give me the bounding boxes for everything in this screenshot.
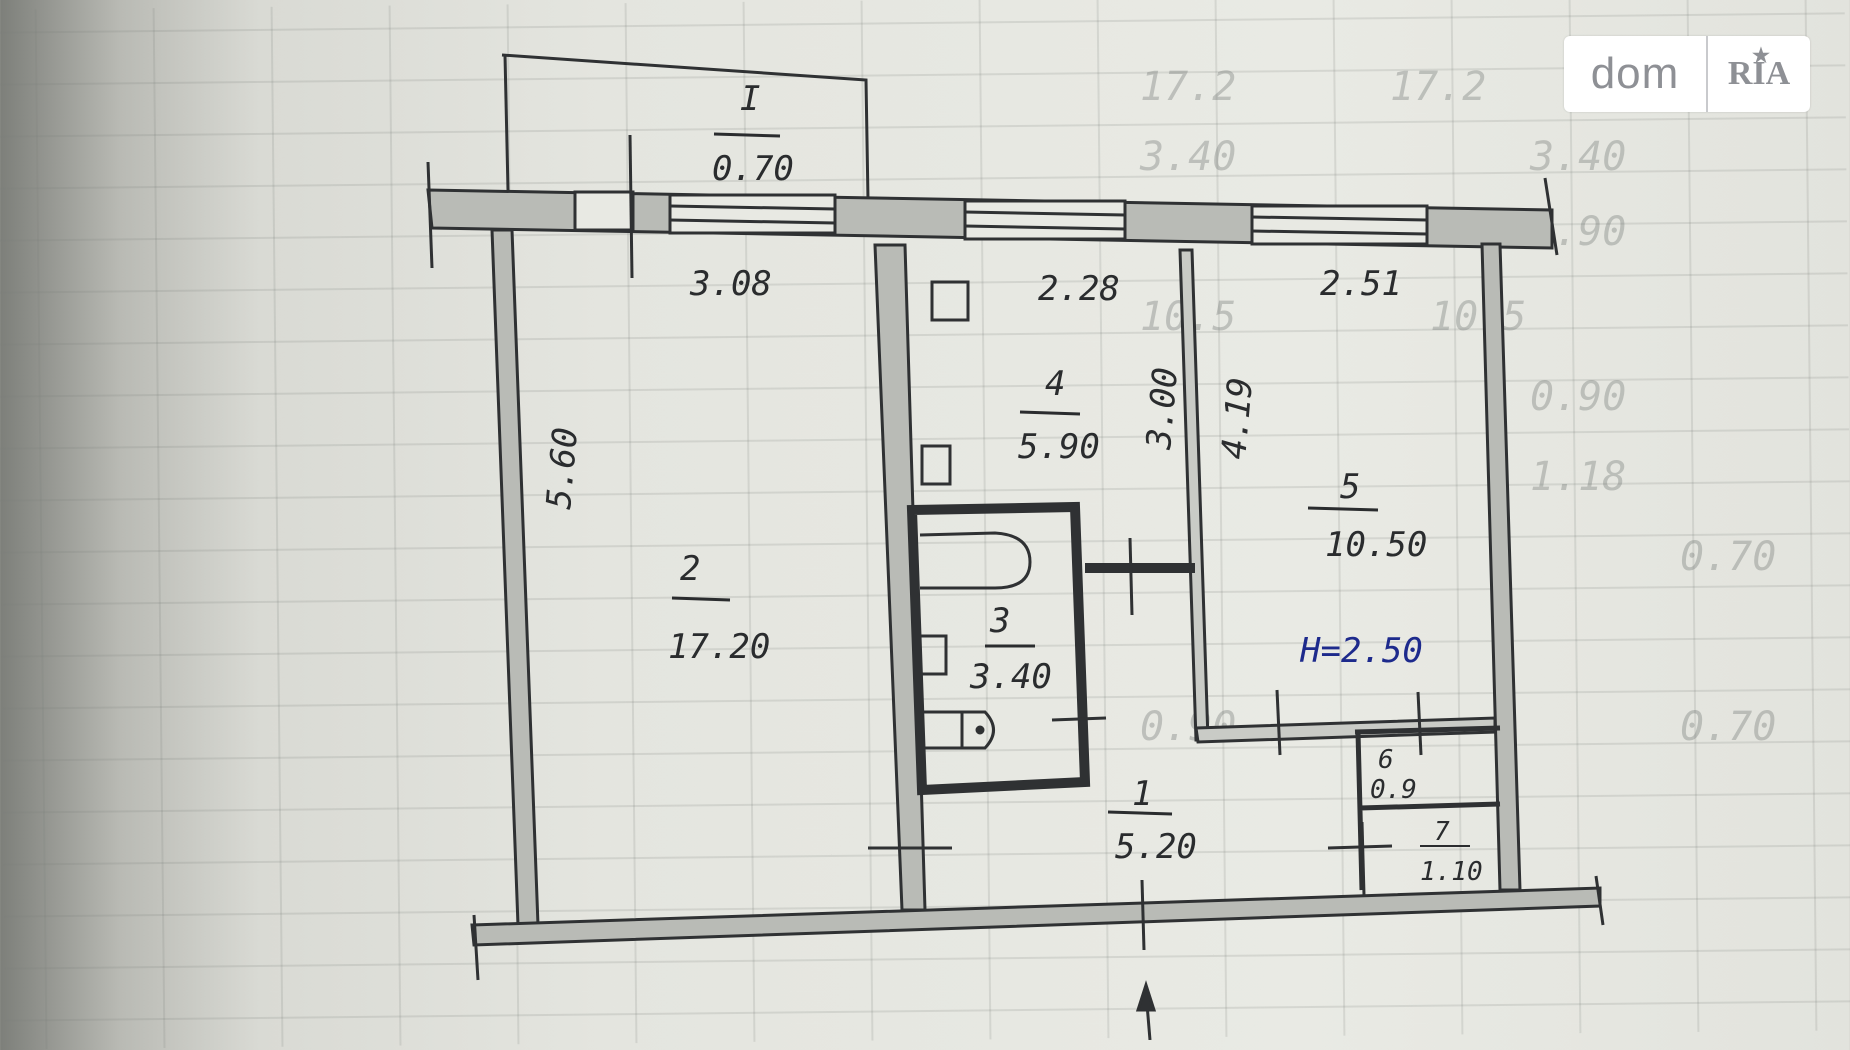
- logo-ria-text: ★ RIA: [1708, 45, 1810, 93]
- window: [963, 199, 1127, 241]
- bg-value: 3.40: [1139, 134, 1236, 180]
- bg-value: 1.18: [1530, 454, 1626, 500]
- window-line: [669, 204, 836, 211]
- dom-ria-logo: dom ★ RIA: [1564, 36, 1810, 112]
- room-number: 7: [1434, 817, 1450, 847]
- window-line: [964, 210, 1126, 217]
- closet-walls: [1354, 725, 1501, 891]
- fraction-line: [1107, 810, 1173, 816]
- door-mark: [1360, 821, 1366, 896]
- dimension-label: 2.51: [1320, 264, 1402, 304]
- room-number: 1: [1132, 774, 1152, 814]
- room-labels: I 0.70 3.08 5.60 2 17.20 2.28 4 5.90 3.0…: [539, 79, 1483, 887]
- wall-tick: [1543, 177, 1559, 256]
- room-area: 17.20: [668, 627, 770, 667]
- fraction-line: [1019, 410, 1081, 416]
- wall-tick: [472, 914, 480, 981]
- bg-value: 3.40: [1529, 134, 1626, 180]
- entrance-mark: [1140, 879, 1146, 951]
- bg-value: 0.70: [1680, 534, 1776, 580]
- bathroom-walls: [906, 501, 1091, 796]
- bathtub: [919, 531, 1032, 590]
- room-area: 5.90: [1018, 427, 1100, 467]
- window-line: [1251, 229, 1428, 236]
- wall-left: [490, 228, 540, 927]
- room-area: 5.20: [1115, 827, 1197, 867]
- room-number: 2: [680, 549, 700, 589]
- dimension-label: 4.19: [1214, 376, 1261, 461]
- door-mark: [1275, 689, 1282, 756]
- fraction-line: [671, 596, 731, 602]
- room-area: 0.70: [712, 149, 794, 189]
- room-number: 4: [1045, 364, 1065, 404]
- toilet-dot: [975, 725, 985, 735]
- bg-value: 10.5: [1430, 294, 1526, 340]
- background-table: 17.2 3.40 10.5 0.90 17.2 3.40 5.90 10.5 …: [1139, 64, 1776, 750]
- dimension-label: 2.28: [1038, 269, 1120, 309]
- door-mark: [1128, 537, 1134, 616]
- window-line: [1251, 215, 1428, 222]
- window-line: [669, 218, 836, 225]
- logo-divider: [1706, 36, 1708, 112]
- room-area: 3.40: [969, 657, 1052, 697]
- entrance-arrow-head: [1135, 980, 1157, 1012]
- door-mark: [1416, 691, 1423, 756]
- bg-value: 0.70: [1680, 704, 1776, 750]
- balcony-outline: [501, 53, 870, 201]
- window: [668, 193, 837, 235]
- fraction-line: [1307, 506, 1379, 512]
- toilet: [960, 710, 995, 750]
- dimension-label: 5.60: [539, 426, 586, 511]
- dimension-tick: [628, 134, 634, 279]
- dimension-label: 3.00: [1139, 366, 1186, 452]
- fixture-icon: [916, 634, 948, 676]
- star-icon: ★: [1752, 45, 1770, 67]
- door-mark: [1327, 844, 1393, 850]
- room-number: I: [740, 79, 760, 119]
- window-line: [964, 224, 1126, 231]
- logo-dom-text: dom: [1590, 49, 1680, 98]
- sink: [918, 710, 964, 750]
- bg-value: 0.90: [1530, 374, 1626, 420]
- room-area: 0.9: [1370, 775, 1417, 805]
- logo-ria-label: RIA: [1727, 55, 1791, 92]
- ceiling-height: H=2.50: [1299, 631, 1423, 671]
- wall-tick: [426, 161, 434, 269]
- wall-interior: [873, 243, 927, 912]
- fraction-line: [713, 132, 781, 138]
- balcony-side: [503, 54, 510, 191]
- room-number: 5: [1340, 467, 1360, 507]
- wall-right: [1480, 242, 1522, 892]
- room-area: 10.50: [1325, 525, 1427, 565]
- dimension-label: 3.08: [689, 264, 772, 304]
- fixture-icon: [920, 444, 952, 486]
- window: [1250, 204, 1429, 246]
- bg-value: 17.2: [1140, 64, 1236, 110]
- door-mark: [1051, 716, 1107, 722]
- wall-tick: [1594, 875, 1605, 926]
- room-area: 1.10: [1420, 857, 1483, 887]
- door-opening: [573, 190, 635, 232]
- wall-bottom: [470, 886, 1602, 947]
- room-number: 6: [1378, 745, 1394, 775]
- stove-icon: [930, 280, 970, 322]
- room-number: 3: [989, 601, 1010, 641]
- bg-value: 17.2: [1390, 64, 1486, 110]
